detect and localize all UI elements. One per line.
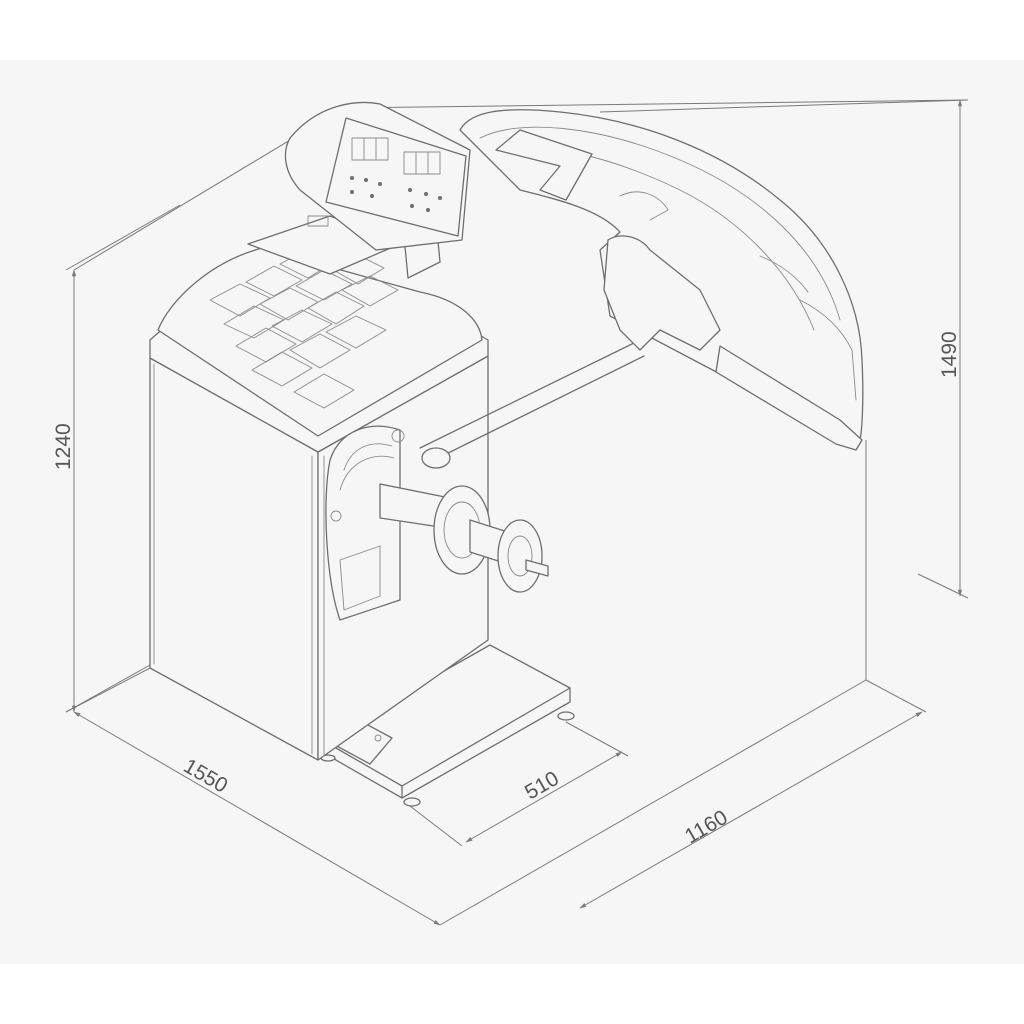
shaft-guard xyxy=(325,425,401,621)
dim-height-total-label: 1490 xyxy=(938,331,961,378)
dim-depth-label: 1550 xyxy=(180,754,232,797)
gauge-arm xyxy=(419,339,641,449)
wing-nut xyxy=(497,519,543,593)
dim-height-machine-label: 1240 xyxy=(52,423,75,470)
dim-width-base-label: 510 xyxy=(521,767,563,804)
weight-tray xyxy=(157,247,483,437)
panel-buttons xyxy=(350,176,442,212)
wheel-guard xyxy=(459,109,864,451)
led-display-right xyxy=(403,151,441,175)
dim-width-total-label: 1160 xyxy=(681,806,732,849)
dim-depth-line xyxy=(73,711,441,926)
display-panel xyxy=(325,117,467,237)
led-display-left xyxy=(351,137,389,161)
machine-body xyxy=(149,101,645,807)
guard-handle xyxy=(495,129,593,201)
gauge-knob xyxy=(421,447,451,469)
guard-pivot xyxy=(603,235,721,351)
dimension-lines xyxy=(65,99,969,926)
dim-width-total-line xyxy=(579,711,923,909)
